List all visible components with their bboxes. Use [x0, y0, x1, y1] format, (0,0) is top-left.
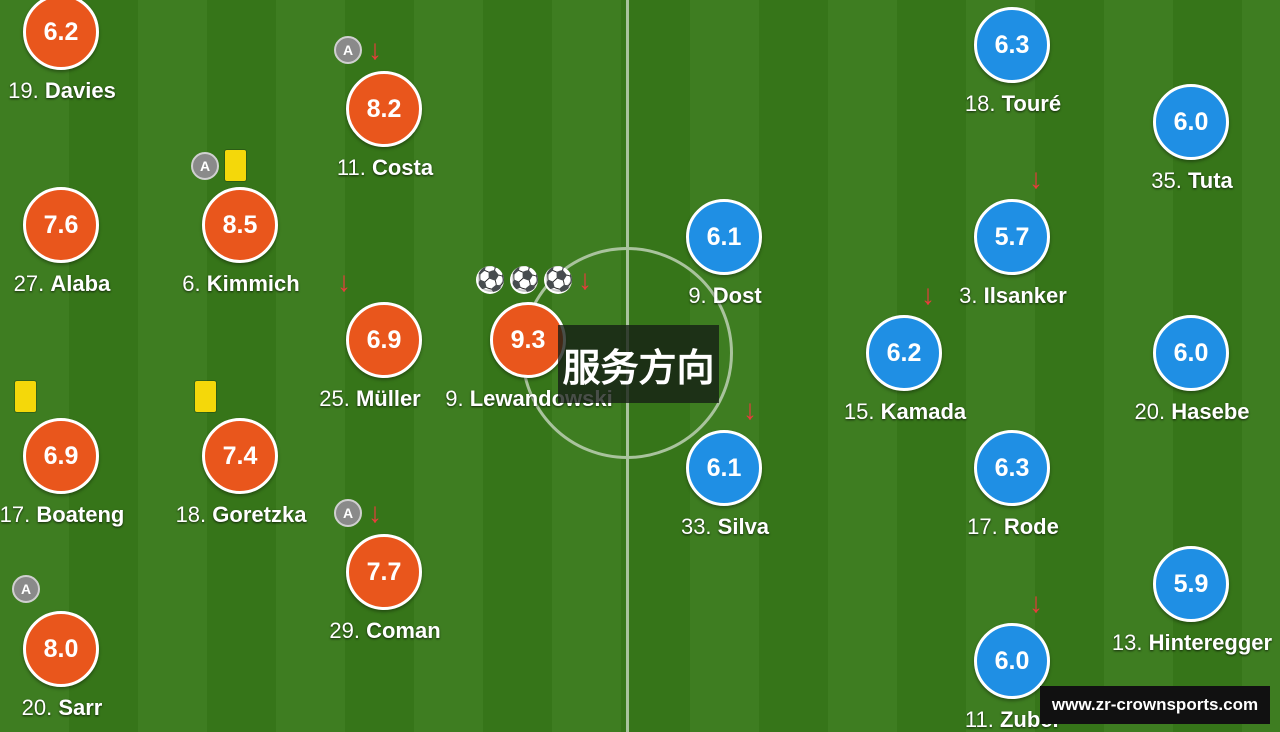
player-name: 3. Ilsanker — [959, 283, 1067, 308]
kimmich-events: A — [191, 150, 246, 181]
player-name: 17. Rode — [967, 514, 1059, 539]
player-name: 15. Kamada — [843, 399, 967, 424]
overlay-caption: 服务方向 — [558, 325, 719, 403]
assist-icon: A — [191, 151, 219, 180]
sub-off-arrow-icon: ↓ — [368, 34, 382, 65]
rating-badge: 6.3 — [974, 7, 1050, 83]
sub-off-arrow-icon: ↓ — [1029, 163, 1043, 194]
player-name: 13. Hinteregger — [1111, 630, 1273, 655]
rating-badge: 6.3 — [974, 430, 1050, 506]
rating-badge: 7.4 — [202, 418, 278, 494]
rating-badge: 5.9 — [1153, 546, 1229, 622]
sub-off-arrow-icon: ↓ — [921, 279, 935, 310]
rating-badge: 8.2 — [346, 71, 422, 147]
yellow-card-icon — [225, 150, 246, 181]
rating-badge: 6.1 — [686, 199, 762, 275]
rating-badge: 6.9 — [23, 418, 99, 494]
assist-icon: A — [12, 575, 40, 603]
silva-events: ↓ — [743, 396, 757, 424]
sub-off-arrow-icon: ↓ — [1029, 587, 1043, 618]
rating-badge: 8.0 — [23, 611, 99, 687]
kamada-events: ↓ — [921, 281, 935, 309]
sarr-events: A — [12, 575, 40, 603]
goretzka-events — [195, 381, 216, 412]
player-name: 9. Dost — [688, 283, 762, 308]
sub-off-arrow-icon: ↓ — [743, 394, 757, 425]
rating-badge: 9.3 — [490, 302, 566, 378]
boateng-events — [15, 381, 36, 412]
player-name: 25. Müller — [319, 386, 421, 411]
assist-icon: A — [334, 36, 362, 64]
player-name: 6. Kimmich — [182, 271, 300, 296]
rating-badge: 6.0 — [974, 623, 1050, 699]
goal-ball-icon: ⚽ — [476, 266, 504, 294]
coman-events: A ↓ — [334, 499, 382, 527]
player-name: 20. Sarr — [21, 695, 103, 720]
yellow-card-icon — [195, 381, 216, 412]
costa-events: A ↓ — [334, 36, 382, 64]
rating-badge: 6.9 — [346, 302, 422, 378]
rating-badge: 7.6 — [23, 187, 99, 263]
goal-ball-icon: ⚽ — [510, 266, 538, 294]
rating-badge: 8.5 — [202, 187, 278, 263]
rating-badge: 6.1 — [686, 430, 762, 506]
assist-icon: A — [334, 499, 362, 527]
goal-ball-icon: ⚽ — [544, 266, 572, 294]
lewandowski-events: ⚽ ⚽ ⚽ ↓ — [476, 266, 592, 294]
ilsanker-events: ↓ — [1029, 165, 1043, 193]
player-name: 35. Tuta — [1151, 168, 1233, 193]
rating-badge: 6.2 — [866, 315, 942, 391]
player-name: 19. Davies — [8, 78, 116, 103]
rating-badge: 6.2 — [23, 0, 99, 70]
player-name: 29. Coman — [329, 618, 441, 643]
rating-badge: 6.0 — [1153, 84, 1229, 160]
player-name: 18. Touré — [964, 91, 1062, 116]
rating-badge: 5.7 — [974, 199, 1050, 275]
sub-off-arrow-icon: ↓ — [368, 497, 382, 528]
player-name: 27. Alaba — [13, 271, 111, 296]
zuber-events: ↓ — [1029, 589, 1043, 617]
player-name: 18. Goretzka — [175, 502, 307, 527]
muller-events: ↓ — [337, 268, 351, 296]
player-name: 20. Hasebe — [1134, 399, 1250, 424]
player-name: 33. Silva — [680, 514, 770, 539]
player-name: 17. Boateng — [0, 502, 125, 527]
watermark-url: www.zr-crownsports.com — [1040, 686, 1270, 724]
sub-off-arrow-icon: ↓ — [337, 266, 351, 297]
player-name: 11. Costa — [336, 155, 434, 180]
rating-badge: 6.0 — [1153, 315, 1229, 391]
rating-badge: 7.7 — [346, 534, 422, 610]
yellow-card-icon — [15, 381, 36, 412]
sub-off-arrow-icon: ↓ — [578, 264, 592, 295]
